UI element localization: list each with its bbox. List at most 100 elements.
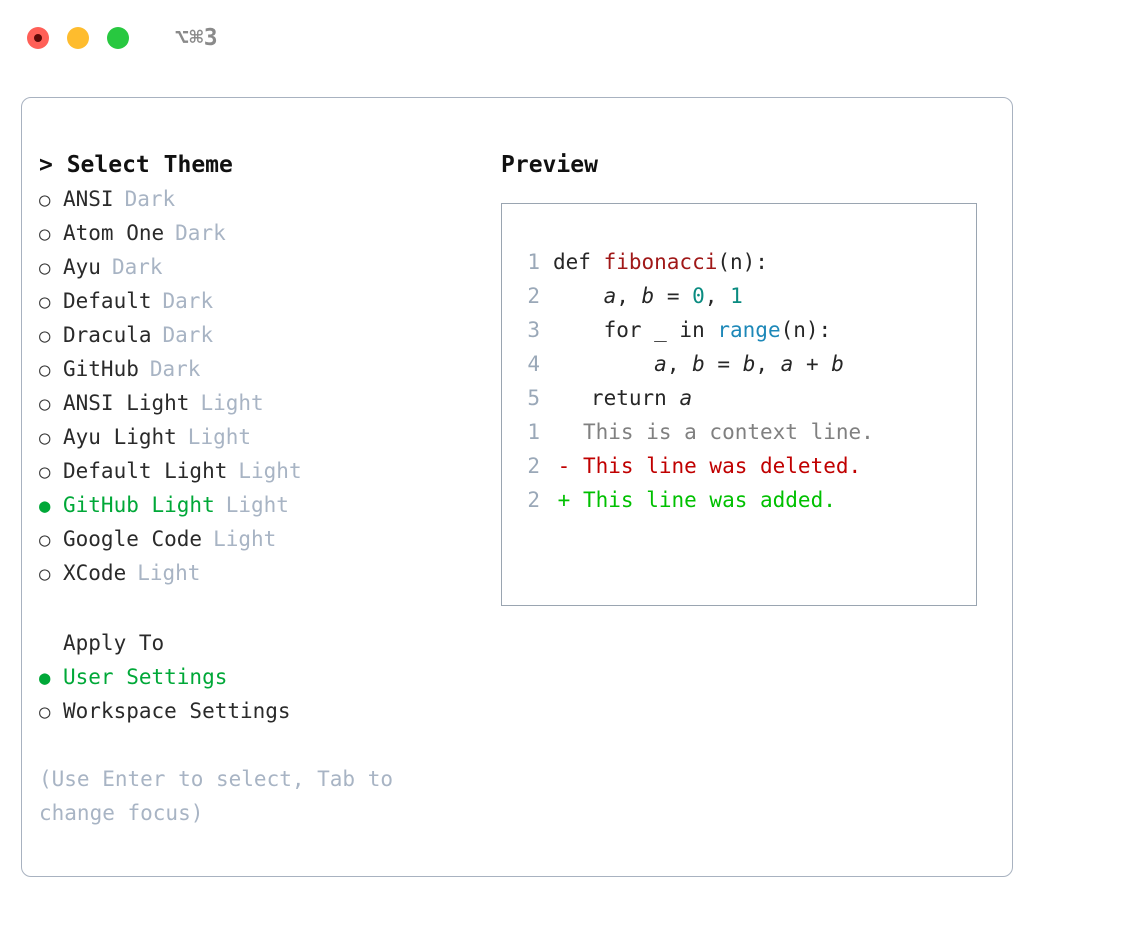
code-token-num: 0	[692, 284, 705, 308]
code-token-plain: =	[704, 352, 743, 376]
theme-name: GitHub	[63, 357, 139, 381]
line-number: 1	[527, 250, 540, 274]
theme-list-item[interactable]: ○ Atom One Dark	[39, 216, 489, 250]
theme-name: Dracula	[63, 323, 152, 347]
radio-unselected-icon: ○	[39, 461, 51, 483]
code-token-var: a	[679, 386, 693, 410]
theme-name: Atom One	[63, 221, 165, 245]
code-token-plain: +	[793, 352, 832, 376]
preview-title: Preview	[501, 152, 598, 178]
code-token-var: b	[831, 352, 844, 376]
theme-variant-tag: Dark	[124, 187, 176, 211]
radio-unselected-icon: ○	[39, 563, 51, 585]
apply-to-option[interactable]: ● User Settings	[39, 660, 489, 694]
code-token-plain: ,	[616, 284, 642, 308]
theme-variant-tag: Dark	[175, 221, 226, 245]
theme-variant-tag: Light	[225, 493, 289, 517]
code-token-var: b	[692, 352, 705, 376]
code-token-num: 1	[730, 284, 743, 308]
diff-line-add: 2+This line was added.	[514, 483, 970, 517]
radio-selected-icon: ●	[39, 495, 51, 517]
diff-marker: -	[557, 454, 571, 478]
apply-to-option-label: User Settings	[63, 665, 228, 689]
theme-variant-tag: Dark	[149, 357, 201, 381]
theme-variant-tag: Dark	[111, 255, 163, 279]
theme-list-item[interactable]: ○ Google Code Light	[39, 522, 489, 556]
diff-line-text: This line was deleted.	[583, 454, 862, 478]
radio-unselected-icon: ○	[39, 223, 51, 245]
line-number: 2	[527, 284, 540, 308]
radio-unselected-icon: ○	[39, 325, 51, 347]
diff-line-text: This is a context line.	[583, 420, 874, 444]
line-number: 1	[527, 420, 540, 444]
minimize-button[interactable]	[67, 27, 89, 49]
maximize-button[interactable]	[107, 27, 129, 49]
code-token-plain: return	[553, 386, 680, 410]
code-line-content: for _ in range(n):	[553, 313, 832, 347]
theme-variant-tag: Dark	[162, 289, 214, 313]
diff-line-text: This line was added.	[583, 488, 836, 512]
radio-unselected-icon: ○	[39, 529, 51, 551]
line-number: 2	[527, 454, 540, 478]
diff-line-context: 1 This is a context line.	[514, 415, 970, 449]
theme-name: ANSI	[63, 187, 114, 211]
code-line: 4 a, b = b, a + b	[514, 347, 970, 381]
theme-variant-tag: Light	[238, 459, 302, 483]
close-button[interactable]	[27, 27, 49, 49]
keyboard-shortcut-label: ⌥⌘3	[175, 25, 219, 51]
radio-unselected-icon: ○	[39, 427, 51, 449]
code-token-plain: for _ in	[553, 318, 718, 342]
radio-unselected-icon: ○	[39, 393, 51, 415]
code-token-plain: ,	[666, 352, 693, 376]
code-token-fn: fibonacci	[603, 250, 718, 274]
code-line-content: a, b = 0, 1	[553, 279, 743, 313]
line-number: 5	[527, 386, 540, 410]
line-number: 3	[527, 318, 540, 342]
window-controls	[27, 27, 129, 49]
theme-name: Ayu	[63, 255, 101, 279]
code-line: 3 for _ in range(n):	[514, 313, 970, 347]
code-line: 1 def fibonacci(n):	[514, 245, 970, 279]
theme-list-item[interactable]: ○ Dracula Dark	[39, 318, 489, 352]
apply-to-option[interactable]: ○Workspace Settings	[39, 694, 489, 728]
code-token-var: b	[742, 352, 756, 376]
code-token-plain: ,	[704, 284, 731, 308]
theme-name: Default	[63, 289, 152, 313]
code-token-var: b	[641, 284, 655, 308]
radio-selected-icon: ●	[39, 667, 51, 689]
code-line-content: return a	[553, 381, 692, 415]
code-line-content: a, b = b, a + b	[553, 347, 844, 381]
theme-list-item[interactable]: ○ Default Dark	[39, 284, 489, 318]
code-token-call: range	[717, 318, 781, 342]
diff-line-del: 2-This line was deleted.	[514, 449, 970, 483]
code-token-plain: def	[553, 250, 604, 274]
apply-to-options[interactable]: ● User Settings ○Workspace Settings	[39, 660, 489, 728]
code-token-plain: (n):	[717, 250, 768, 274]
code-token-plain	[553, 352, 654, 376]
theme-name: Google Code	[63, 527, 203, 551]
keyboard-hint-text: (Use Enter to select, Tab to change focu…	[39, 767, 406, 825]
theme-variant-tag: Dark	[162, 323, 214, 347]
code-token-plain: ,	[755, 352, 781, 376]
diff-marker: +	[557, 488, 571, 512]
title-bar: ⌥⌘3	[0, 0, 1140, 76]
code-line: 5 return a	[514, 381, 970, 415]
code-token-var: a	[654, 352, 667, 376]
radio-unselected-icon: ○	[39, 291, 51, 313]
theme-variant-tag: Light	[213, 527, 277, 551]
diff-sample: 1 This is a context line.2-This line was…	[514, 415, 970, 517]
